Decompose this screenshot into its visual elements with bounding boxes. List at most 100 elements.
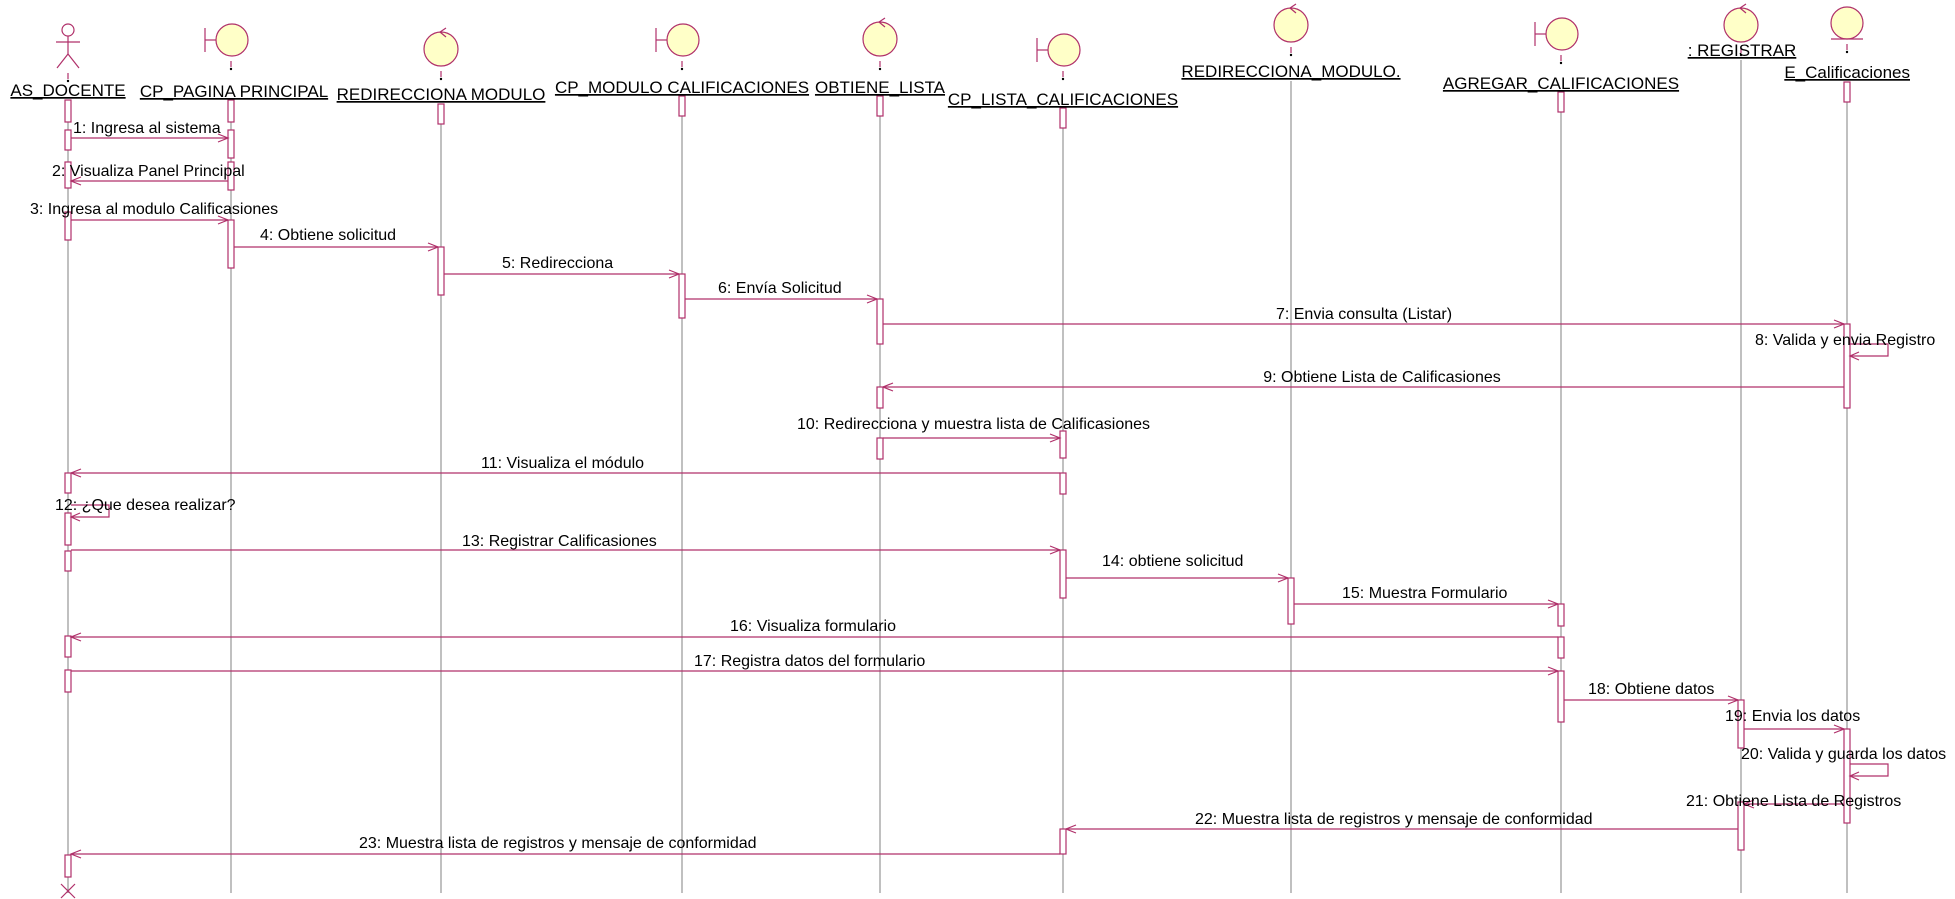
message-13: 13: Registrar Calificasiones — [71, 533, 1062, 555]
activation-bar — [437, 103, 445, 125]
message-arrow — [71, 504, 110, 518]
activation-bar — [876, 386, 884, 409]
activation-bar — [1557, 636, 1565, 659]
object-agregar: AGREGAR_CALIFICACIONES — [1443, 17, 1679, 93]
message-label: 21: Obtiene Lista de Registros — [1686, 793, 1901, 810]
object-label: REDIRECCIONA_MODULO. — [1181, 62, 1400, 81]
arrow-head — [1064, 824, 1077, 834]
boundary-icon — [1534, 17, 1579, 51]
arrow-head — [866, 294, 879, 304]
message-1: 1: Ingresa al sistema — [71, 120, 230, 143]
arrow-head — [217, 133, 230, 143]
message-label: 23: Muestra lista de registros y mensaje… — [359, 835, 757, 852]
activation-bar — [64, 512, 72, 546]
message-label: 15: Muestra Formulario — [1342, 585, 1507, 602]
object-lista: CP_LISTA_CALIFICACIONES — [948, 33, 1178, 109]
object-label: AGREGAR_CALIFICACIONES — [1443, 74, 1679, 93]
activation-bar — [1059, 472, 1067, 495]
arrow-head — [1742, 799, 1755, 809]
object-pagina: CP_PAGINA PRINCIPAL — [140, 23, 328, 101]
arrow-head — [427, 242, 440, 252]
message-3: 3: Ingresa al modulo Calificasiones — [30, 201, 278, 225]
boundary-icon — [655, 23, 700, 57]
message-label: 19: Envia los datos — [1725, 708, 1860, 725]
actor-icon — [56, 23, 80, 69]
object-label: : REGISTRAR — [1688, 41, 1797, 60]
message-label: 4: Obtiene solicitud — [260, 227, 396, 244]
object-label: CP_MODULO CALIFICACIONES — [555, 78, 809, 97]
message-label: 17: Registra datos del formulario — [694, 653, 925, 670]
activation-bar — [1287, 577, 1295, 625]
arrow-head — [69, 849, 82, 859]
object-label: E_Calificaciones — [1784, 63, 1910, 82]
activation-bar — [1737, 801, 1745, 851]
arrow-head — [69, 176, 82, 186]
objects: AS_DOCENTE CP_PAGINA PRINCIPAL REDIRECCION… — [10, 3, 1910, 899]
message-label: 13: Registrar Calificasiones — [462, 533, 657, 550]
object-label: OBTIENE_LISTA — [815, 78, 946, 97]
message-23: 23: Muestra lista de registros y mensaje… — [69, 835, 1060, 859]
activation-bar — [1059, 549, 1067, 599]
activation-bar — [227, 161, 235, 191]
message-14: 14: obtiene solicitud — [1066, 553, 1290, 583]
activation-bar — [64, 99, 72, 123]
object-label: CP_LISTA_CALIFICACIONES — [948, 90, 1178, 109]
message-label: 12: ¿Que desea realizar? — [55, 497, 236, 514]
boundary-icon — [1036, 33, 1081, 67]
activation-bar — [227, 99, 235, 123]
message-label: 22: Muestra lista de registros y mensaje… — [1195, 811, 1593, 828]
control-icon — [423, 27, 459, 67]
activation-bar — [1059, 430, 1067, 459]
message-label: 9: Obtiene Lista de Calificasiones — [1263, 369, 1500, 386]
object-label: REDIRECCIONA MODULO — [337, 85, 546, 104]
message-21: 21: Obtiene Lista de Registros — [1686, 793, 1901, 810]
message-label: 1: Ingresa al sistema — [73, 120, 221, 137]
arrow-head — [1848, 771, 1860, 781]
message-label: 8: Valida y envia Registro — [1755, 332, 1935, 349]
arrow-head — [69, 468, 82, 478]
activation-bar — [1059, 828, 1067, 855]
message-12: 12: ¿Que desea realizar? — [55, 497, 236, 522]
activation-bar — [1843, 81, 1851, 103]
control-icon — [1723, 3, 1759, 43]
activation-bar — [64, 472, 72, 494]
activation-bar — [227, 219, 235, 269]
message-arrow — [1850, 763, 1889, 777]
message-label: 20: Valida y guarda los datos — [1741, 746, 1946, 763]
message-7: 7: Envia consulta (Listar) — [883, 306, 1846, 329]
message-label: 5: Redirecciona — [502, 255, 613, 272]
message-11: 11: Visualiza el módulo — [69, 455, 1060, 478]
object-docente: AS_DOCENTE — [10, 23, 126, 100]
activation-bar — [1557, 603, 1565, 627]
object-modulo: CP_MODULO CALIFICACIONES — [555, 23, 809, 97]
activation-bar — [1737, 699, 1745, 749]
object-registrar: : REGISTRAR — [1688, 3, 1797, 60]
message-4: 4: Obtiene solicitud — [234, 227, 440, 252]
activation-bar — [64, 129, 72, 151]
object-redir2: REDIRECCIONA_MODULO. — [1181, 3, 1401, 81]
boundary-icon — [204, 23, 249, 57]
object-label: CP_PAGINA PRINCIPAL — [140, 82, 328, 101]
message-16: 16: Visualiza formulario — [69, 618, 1558, 642]
activation-bar — [64, 854, 72, 878]
arrow-head — [1848, 351, 1860, 361]
message-5: 5: Redirecciona — [444, 255, 681, 279]
activation-bar — [1557, 91, 1565, 113]
arrow-head — [1727, 695, 1740, 705]
object-label: AS_DOCENTE — [10, 81, 125, 100]
activation-bar — [1059, 107, 1067, 129]
message-9: 9: Obtiene Lista de Calificasiones — [881, 369, 1844, 392]
activation-bars — [64, 81, 1851, 878]
message-18: 18: Obtiene datos — [1564, 681, 1740, 705]
arrow-head — [1049, 545, 1062, 555]
activation-bar — [876, 95, 884, 117]
activation-bar — [876, 298, 884, 345]
arrow-head — [1833, 319, 1846, 329]
activation-bar — [64, 550, 72, 572]
arrow-head — [881, 382, 894, 392]
control-icon — [1273, 3, 1309, 43]
arrow-head — [1547, 599, 1560, 609]
destroy-icon — [60, 883, 76, 899]
message-10: 10: Redirecciona y muestra lista de Cali… — [797, 416, 1150, 443]
arrow-head — [1547, 666, 1560, 676]
